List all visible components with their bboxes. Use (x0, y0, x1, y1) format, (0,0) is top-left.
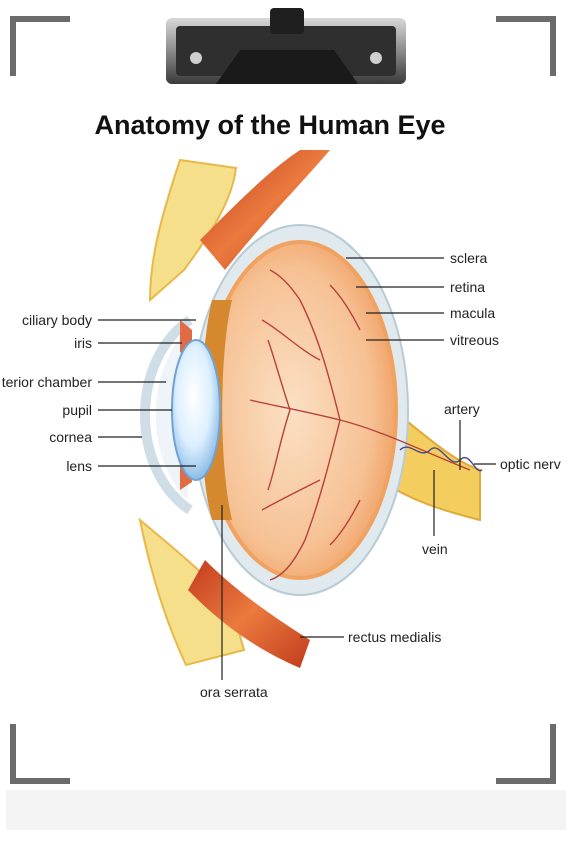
clip-icon (166, 8, 406, 84)
board-shadow (6, 790, 566, 830)
corner-top-left (10, 16, 70, 76)
lens (171, 339, 221, 481)
label-vein: vein (422, 541, 448, 557)
label-sclera: sclera (450, 250, 488, 266)
eyeball-retina (202, 240, 398, 580)
label-artery: artery (444, 401, 480, 417)
corner-bottom-right (496, 724, 556, 784)
label-optic-nerve: optic nerv (500, 456, 561, 472)
label-macula: macula (450, 305, 495, 321)
label-pupil: pupil (62, 402, 92, 418)
cornea (140, 315, 193, 515)
label-vitreous: vitreous (450, 332, 499, 348)
rectus-medialis-muscle (188, 560, 310, 668)
label-ora-serrata: ora serrata (200, 684, 268, 700)
label-cornea: cornea (49, 429, 92, 445)
blood-vessels (249, 269, 471, 581)
label-retina: retina (450, 279, 485, 295)
upper-muscle (200, 150, 330, 270)
label-anterior-chamber: terior chamber (2, 374, 93, 390)
label-rectus-medialis: rectus medialis (348, 629, 441, 645)
orbital-fat-upper (148, 158, 238, 303)
label-ciliary-body: ciliary body (22, 312, 92, 328)
corner-bottom-left (10, 724, 70, 784)
diagram-title: Anatomy of the Human Eye (94, 110, 445, 140)
vein-wiggle (399, 446, 483, 472)
label-lens: lens (66, 458, 92, 474)
label-iris: iris (74, 335, 92, 351)
corner-top-right (496, 16, 556, 76)
